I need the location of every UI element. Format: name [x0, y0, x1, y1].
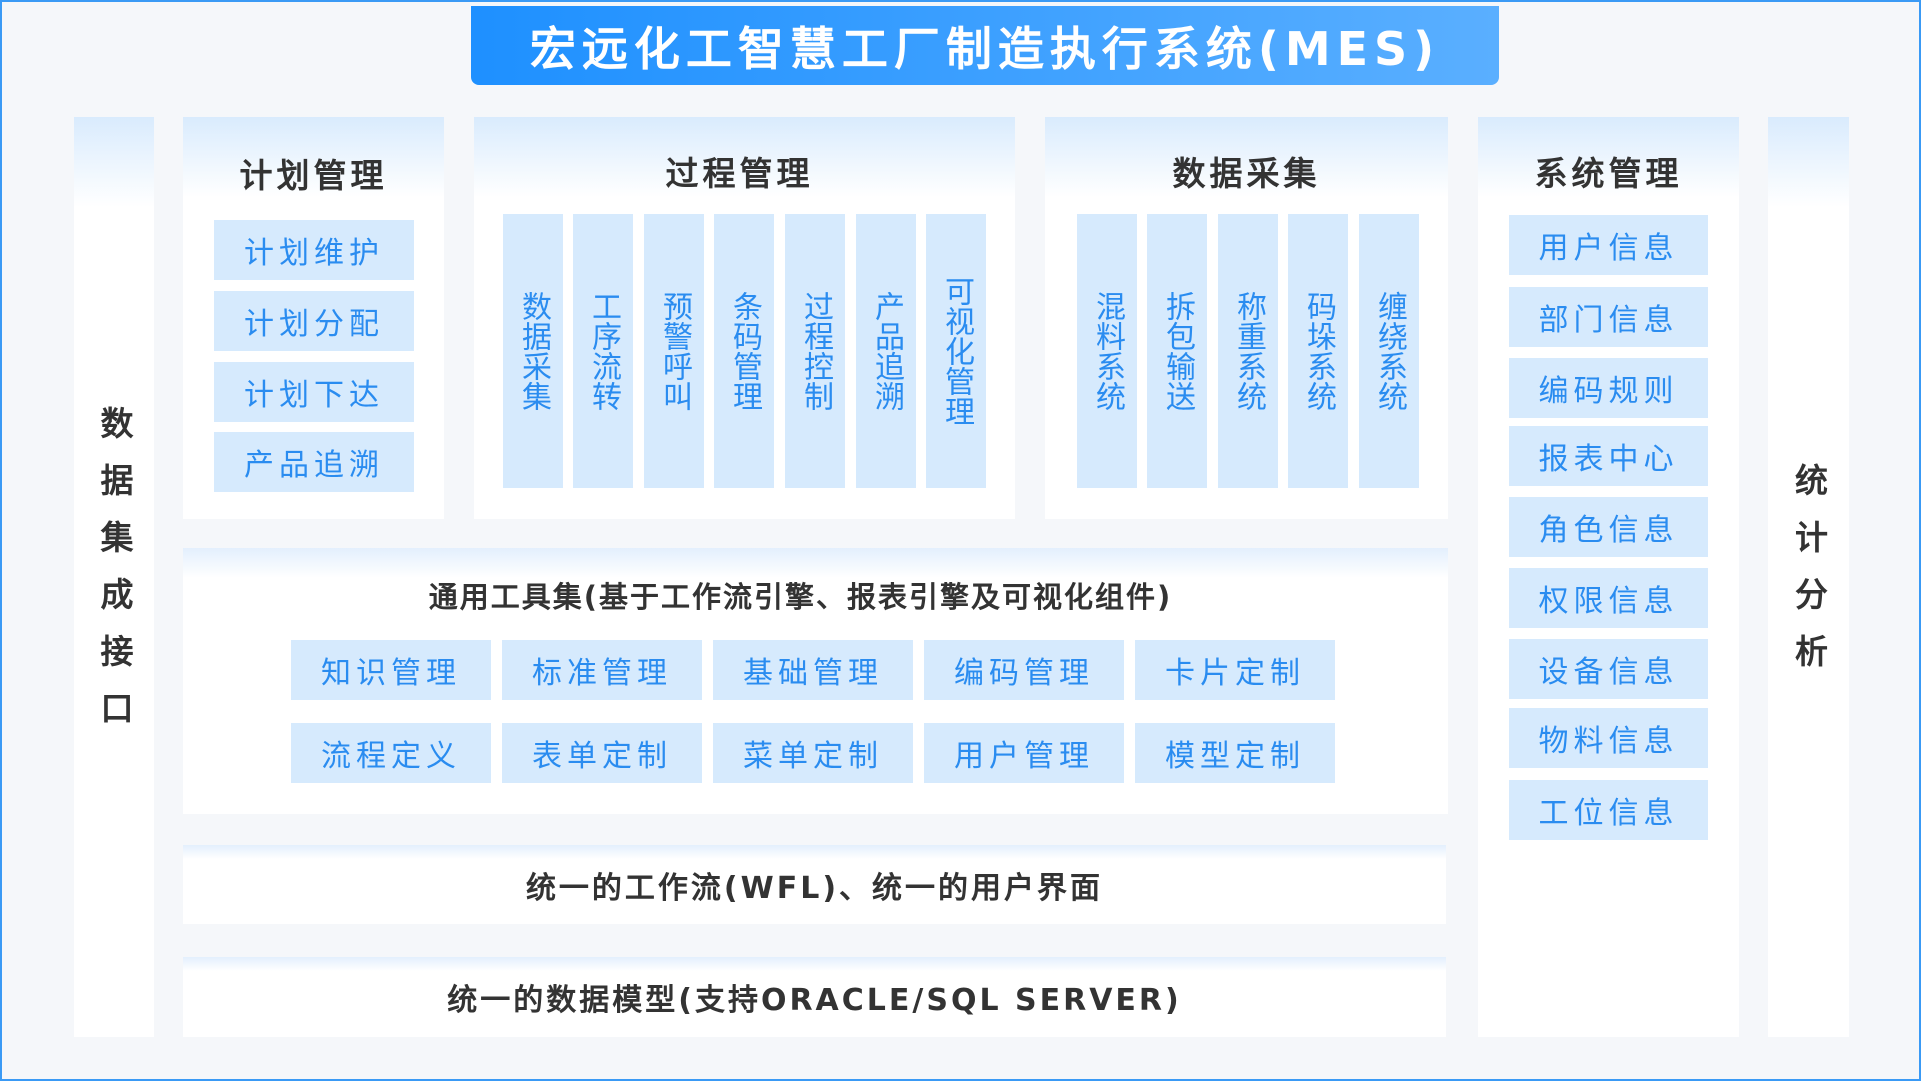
- system-item[interactable]: 用户信息: [1509, 215, 1708, 275]
- system-item[interactable]: 角色信息: [1509, 497, 1708, 557]
- process-item[interactable]: 数据采集: [503, 214, 563, 488]
- system-item[interactable]: 物料信息: [1509, 708, 1708, 768]
- tools-heading: 通用工具集(基于工作流引擎、报表引擎及可视化组件): [428, 580, 1173, 614]
- workflow-bar: 统一的工作流(WFL)、统一的用户界面: [183, 845, 1446, 924]
- datamodel-bar: 统一的数据模型(支持ORACLE/SQL SERVER): [183, 957, 1446, 1037]
- process-item[interactable]: 预警呼叫: [644, 214, 704, 488]
- data-integration-column: 数据集成接口: [74, 117, 154, 1037]
- collect-item[interactable]: 缠绕系统: [1359, 214, 1419, 488]
- process-item[interactable]: 条码管理: [714, 214, 774, 488]
- process-heading: 过程管理: [665, 154, 814, 193]
- tool-item[interactable]: 用户管理: [924, 723, 1124, 783]
- tool-item[interactable]: 卡片定制: [1135, 640, 1335, 700]
- plan-heading: 计划管理: [239, 156, 388, 195]
- plan-panel: 计划管理 计划维护 计划分配 计划下达 产品追溯: [183, 117, 444, 519]
- process-item[interactable]: 过程控制: [785, 214, 845, 488]
- collect-item[interactable]: 拆包输送: [1147, 214, 1207, 488]
- process-item[interactable]: 产品追溯: [856, 214, 916, 488]
- system-item[interactable]: 设备信息: [1509, 639, 1708, 699]
- tools-panel: 通用工具集(基于工作流引擎、报表引擎及可视化组件) 知识管理 标准管理 基础管理…: [183, 548, 1448, 814]
- process-item[interactable]: 工序流转: [573, 214, 633, 488]
- system-item[interactable]: 权限信息: [1509, 568, 1708, 628]
- plan-item[interactable]: 计划分配: [214, 291, 414, 351]
- statistics-column: 统计分析: [1768, 117, 1849, 1037]
- system-heading: 系统管理: [1534, 154, 1683, 193]
- process-item[interactable]: 可视化管理: [926, 214, 986, 488]
- page-title: 宏远化工智慧工厂制造执行系统(MES): [471, 6, 1499, 85]
- tool-item[interactable]: 流程定义: [291, 723, 491, 783]
- tool-item[interactable]: 编码管理: [924, 640, 1124, 700]
- tool-item[interactable]: 模型定制: [1135, 723, 1335, 783]
- plan-item[interactable]: 产品追溯: [214, 432, 414, 492]
- tool-item[interactable]: 菜单定制: [713, 723, 913, 783]
- collect-item[interactable]: 码垛系统: [1288, 214, 1348, 488]
- plan-item[interactable]: 计划维护: [214, 220, 414, 280]
- collect-heading: 数据采集: [1172, 154, 1321, 193]
- tool-item[interactable]: 表单定制: [502, 723, 702, 783]
- collect-item[interactable]: 混料系统: [1077, 214, 1137, 488]
- system-item[interactable]: 报表中心: [1509, 426, 1708, 486]
- system-panel: 系统管理 用户信息 部门信息 编码规则 报表中心 角色信息 权限信息 设备信息 …: [1478, 117, 1739, 1037]
- collect-panel: 数据采集 混料系统 拆包输送 称重系统 码垛系统 缠绕系统: [1045, 117, 1448, 519]
- tool-item[interactable]: 标准管理: [502, 640, 702, 700]
- system-item[interactable]: 部门信息: [1509, 287, 1708, 347]
- collect-item[interactable]: 称重系统: [1218, 214, 1278, 488]
- plan-item[interactable]: 计划下达: [214, 362, 414, 422]
- tool-item[interactable]: 知识管理: [291, 640, 491, 700]
- tool-item[interactable]: 基础管理: [713, 640, 913, 700]
- system-item[interactable]: 编码规则: [1509, 358, 1708, 418]
- process-panel: 过程管理 数据采集 工序流转 预警呼叫 条码管理 过程控制 产品追溯 可视化管理: [474, 117, 1015, 519]
- system-item[interactable]: 工位信息: [1509, 780, 1708, 840]
